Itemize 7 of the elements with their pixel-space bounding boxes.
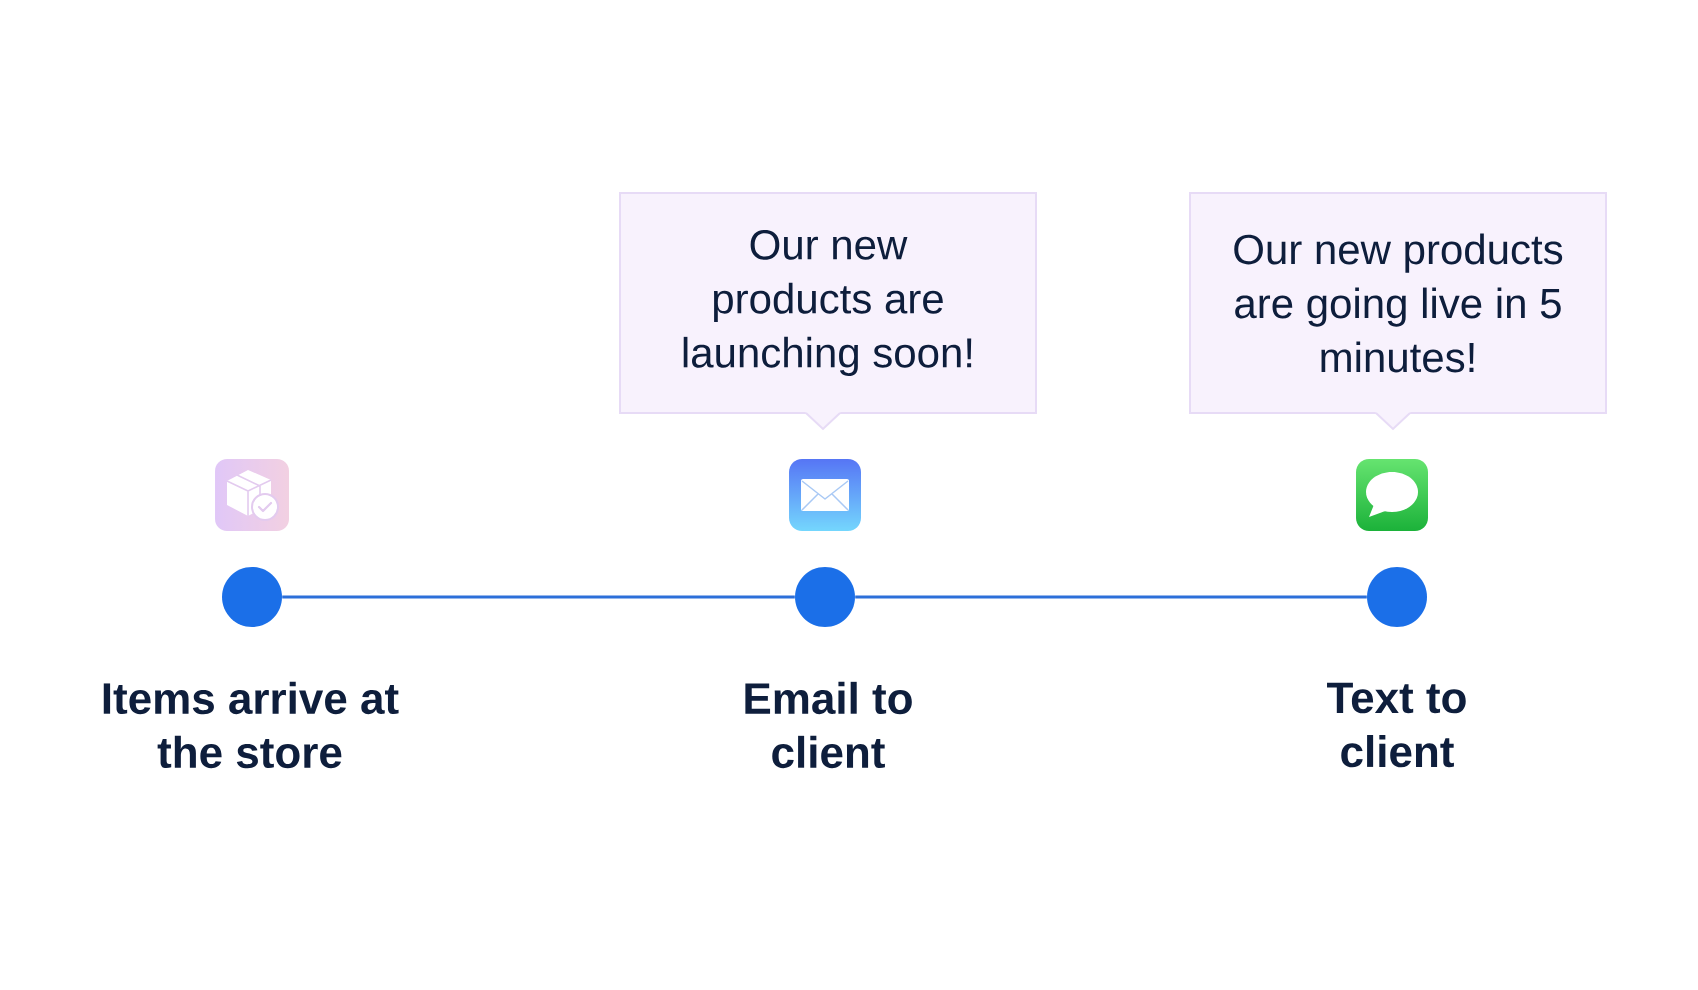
timeline-line [855,595,1367,599]
timeline-line [282,595,795,599]
step-label: Text to client [1327,682,1466,768]
step-label: Email to client [745,681,912,769]
callout-box: Our new products are going live in 5 minutes! [1189,192,1607,431]
step-label: Items arrive at the store [103,681,399,769]
callout-box: Our new products are launching soon! [619,192,1037,431]
